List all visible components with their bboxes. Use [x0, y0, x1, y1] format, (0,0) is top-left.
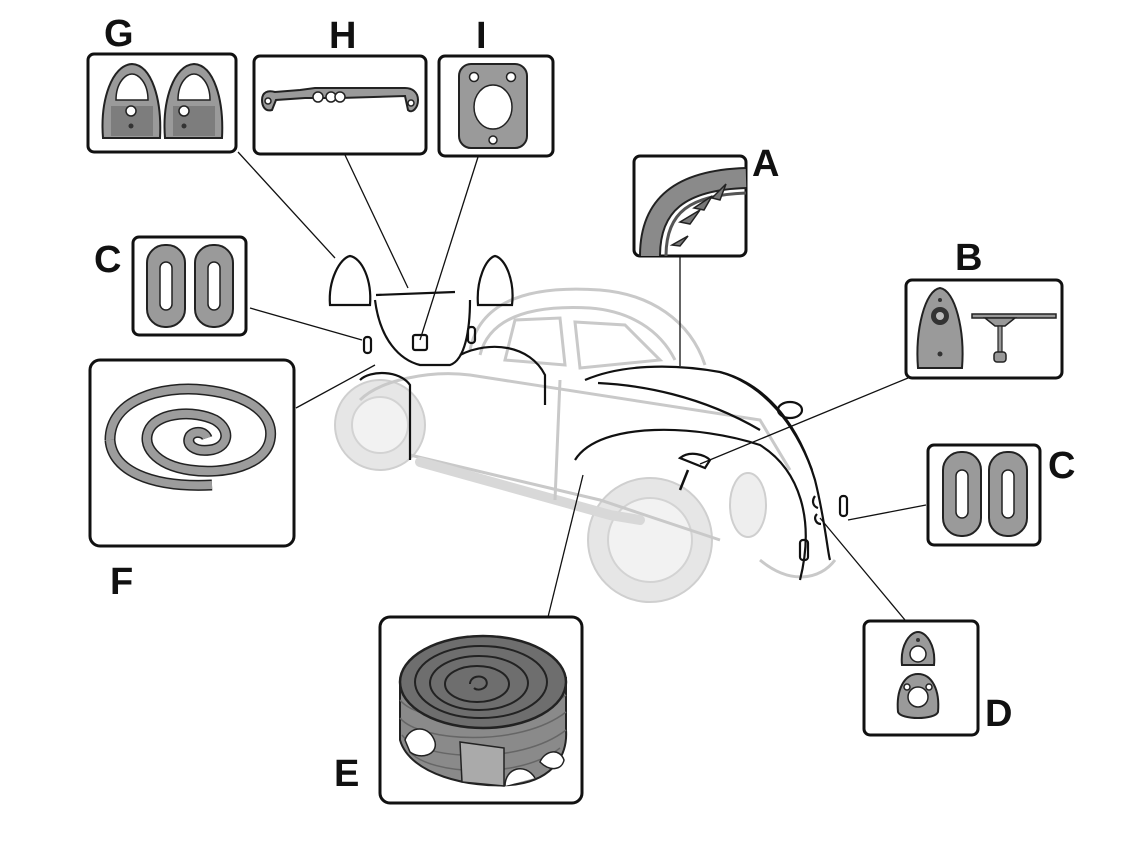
callout-labels: G H I A B C C D E F [94, 13, 1075, 795]
callout-d: D [985, 693, 1012, 735]
part-box-c-left [131, 235, 248, 337]
part-box-a [632, 154, 748, 258]
callout-a: A [752, 143, 779, 185]
car-body-ghost [334, 287, 837, 603]
seal-coil-f [104, 383, 277, 491]
callout-f: F [110, 561, 133, 603]
part-box-c-right [926, 443, 1042, 547]
callout-e: E [334, 753, 359, 795]
taillight-seal-left [101, 62, 162, 139]
part-box-i [437, 54, 555, 158]
callout-h: H [329, 15, 356, 57]
callout-c-left: C [94, 239, 121, 281]
callout-c-right: C [1048, 445, 1075, 487]
part-box-h [252, 54, 428, 156]
taillight-seal-right [163, 62, 224, 139]
part-box-f [88, 358, 296, 548]
part-box-e [378, 615, 584, 805]
callout-i: I [476, 15, 487, 57]
callout-b: B [955, 237, 982, 279]
leader-lines [237, 151, 927, 621]
part-box-g [86, 52, 238, 154]
part-box-b [904, 278, 1064, 380]
part-box-d [862, 619, 980, 737]
callout-g: G [104, 13, 134, 55]
car-seal-outlines [328, 254, 849, 581]
